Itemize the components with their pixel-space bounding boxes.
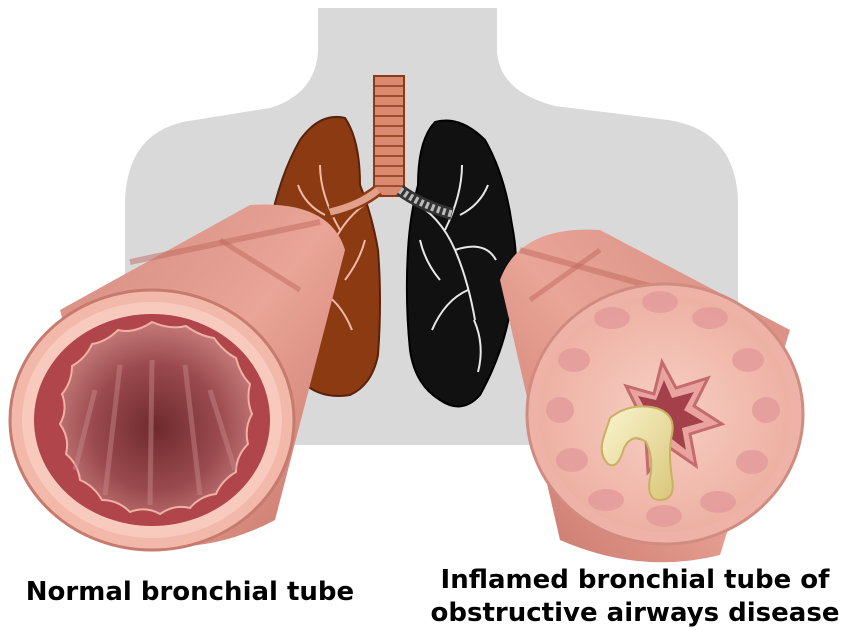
inflamed-tube-label-line2: obstructive airways disease — [425, 597, 845, 630]
trachea — [374, 76, 404, 196]
normal-bronchial-tube — [10, 205, 345, 550]
normal-tube-label: Normal bronchial tube — [0, 576, 380, 609]
inflamed-tube-label-line1: Inflamed bronchial tube of — [425, 564, 845, 597]
inflamed-bronchial-tube — [500, 230, 803, 563]
inflamed-tube-label: Inflamed bronchial tube of obstructive a… — [425, 564, 845, 630]
